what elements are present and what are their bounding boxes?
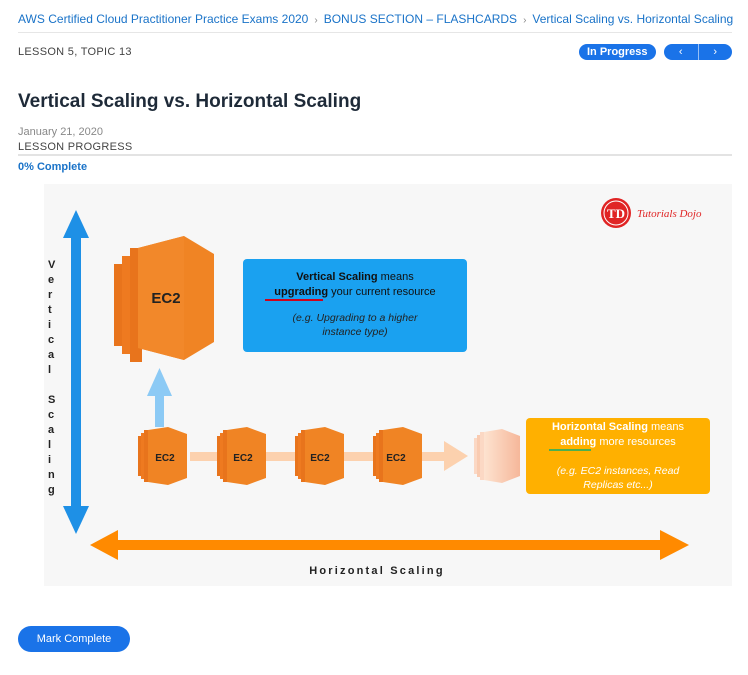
lesson-nav: ‹ › <box>664 44 732 60</box>
ec2-small-icon: EC2 <box>217 427 266 485</box>
breadcrumb: AWS Certified Cloud Practitioner Practic… <box>18 12 733 26</box>
ec2-large-icon: EC2 <box>114 236 214 362</box>
mark-complete-button[interactable]: Mark Complete <box>18 626 130 652</box>
svg-text:(e.g. EC2 instances, Read: (e.g. EC2 instances, Read <box>557 465 681 477</box>
svg-text:EC2: EC2 <box>151 290 180 307</box>
breadcrumb-section-link[interactable]: BONUS SECTION – FLASHCARDS <box>323 12 518 26</box>
ec2-small-icon: EC2 <box>295 427 344 485</box>
progress-percent: 0% Complete <box>18 161 88 173</box>
svg-text:Replicas etc...): Replicas etc...) <box>583 479 652 491</box>
svg-text:EC2: EC2 <box>386 453 406 464</box>
svg-text:(e.g. Upgrading to a higher: (e.g. Upgrading to a higher <box>293 312 418 324</box>
ec2-ghost-icon <box>474 429 520 483</box>
svg-text:adding more resources: adding more resources <box>560 436 676 448</box>
divider <box>18 32 732 33</box>
lesson-meta: LESSON 5, TOPIC 13 <box>18 46 132 58</box>
ec2-small-icon: EC2 <box>138 427 187 485</box>
horizontal-axis-arrow <box>90 530 689 560</box>
tutorials-dojo-logo: TD Tutorials Dojo <box>601 198 702 228</box>
svg-text:Horizontal Scaling means: Horizontal Scaling means <box>552 421 685 433</box>
horizontal-axis-label: Horizontal Scaling <box>309 565 445 577</box>
svg-text:EC2: EC2 <box>155 453 175 464</box>
vertical-scaling-info-box: Vertical Scaling means upgrading your cu… <box>243 259 467 352</box>
vertical-axis-arrow <box>63 210 89 534</box>
svg-text:instance type): instance type) <box>322 326 387 338</box>
progress-bar <box>18 154 732 156</box>
horizontal-scaling-info-box: Horizontal Scaling means adding more res… <box>526 418 710 494</box>
green-underline <box>549 449 591 451</box>
ec2-small-icon: EC2 <box>373 427 422 485</box>
svg-text:EC2: EC2 <box>310 453 330 464</box>
status-badge: In Progress <box>579 44 656 60</box>
breadcrumb-separator: › <box>314 15 318 26</box>
next-lesson-button[interactable]: › <box>699 44 733 60</box>
upgrade-arrow <box>147 368 172 427</box>
svg-text:EC2: EC2 <box>233 453 253 464</box>
svg-text:TD: TD <box>607 206 625 221</box>
page-title: Vertical Scaling vs. Horizontal Scaling <box>18 91 362 112</box>
chevron-right-icon: › <box>713 46 718 58</box>
breadcrumb-separator: › <box>523 15 527 26</box>
breadcrumb-course-link[interactable]: AWS Certified Cloud Practitioner Practic… <box>18 12 309 26</box>
svg-text:upgrading your current resourc: upgrading your current resource <box>274 286 435 298</box>
brand-name: Tutorials Dojo <box>637 208 702 220</box>
prev-lesson-button[interactable]: ‹ <box>664 44 699 60</box>
svg-text:Vertical Scaling means: Vertical Scaling means <box>296 271 414 283</box>
chevron-left-icon: ‹ <box>678 46 683 58</box>
lesson-date: January 21, 2020 <box>18 126 104 138</box>
red-underline <box>265 299 323 301</box>
breadcrumb-topic-link[interactable]: Vertical Scaling vs. Horizontal Scaling <box>532 12 734 26</box>
progress-label: LESSON PROGRESS <box>18 141 133 153</box>
